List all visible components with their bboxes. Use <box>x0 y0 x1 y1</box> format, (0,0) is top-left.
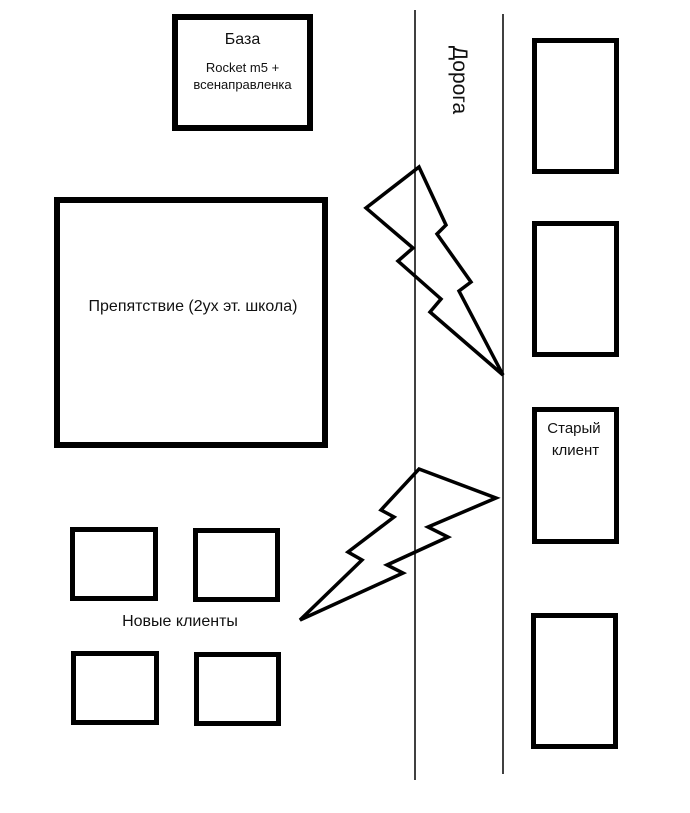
new-client-box-2 <box>193 528 280 602</box>
obstacle-label: Препятствие (2ух эт. школа) <box>88 298 298 315</box>
base-station-box <box>172 14 313 131</box>
roadside-house-2 <box>532 221 619 357</box>
old-client-label-line2: клиент <box>551 442 600 459</box>
lightning-icon-lower <box>298 466 501 622</box>
base-station-title: База <box>224 31 261 48</box>
new-client-box-3 <box>71 651 159 725</box>
roadside-house-1 <box>532 38 619 174</box>
new-clients-label: Новые клиенты <box>122 613 238 630</box>
base-station-equipment-line2: всенаправленка <box>193 77 292 92</box>
base-station-equipment-line1: Rocket m5 + <box>205 60 280 75</box>
lightning-icon-upper <box>363 164 505 377</box>
new-client-box-1 <box>70 527 158 601</box>
roadside-house-4 <box>531 613 618 749</box>
old-client-box <box>532 407 619 544</box>
obstacle-box <box>54 197 328 448</box>
road-label: Дорога <box>448 45 471 115</box>
new-client-box-4 <box>194 652 281 726</box>
old-client-label-line1: Старый <box>547 420 601 437</box>
